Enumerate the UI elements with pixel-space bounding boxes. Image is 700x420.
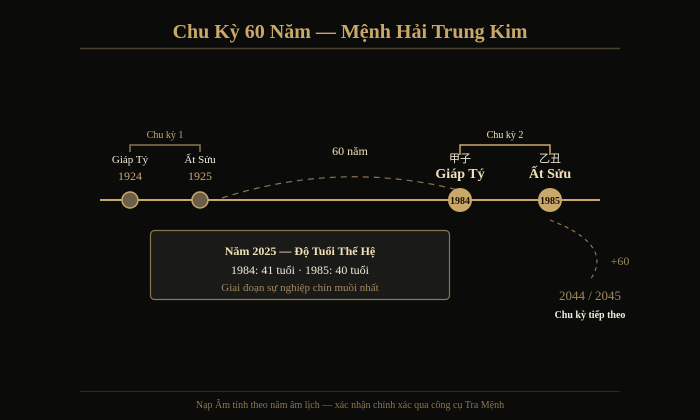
next-cycle-offset: +60	[611, 254, 630, 268]
next-cycle-arc	[549, 219, 598, 281]
cycle2-node1-hanzi: 甲子	[449, 152, 471, 165]
cycle2-bracket	[459, 144, 551, 155]
info-box-note: Giai đoạn sự nghiệp chín muồi nhất	[221, 282, 379, 294]
info-box-title: Năm 2025 — Độ Tuổi Thế Hệ	[225, 244, 376, 258]
node-1985-year: 1985	[540, 196, 560, 207]
cycle1-bracket	[129, 144, 201, 152]
info-box	[149, 229, 451, 301]
cycle1-label: Chu kỳ 1	[147, 130, 184, 141]
page-title: Chu Kỳ 60 Năm — Mệnh Hải Trung Kim	[173, 21, 528, 43]
cycle2-label: Chu kỳ 2	[487, 130, 524, 141]
node-1924	[121, 191, 139, 209]
cycle1-node2-name: Ất Sửu	[184, 153, 216, 166]
node-1985	[538, 188, 562, 212]
node-1925	[191, 191, 209, 209]
cycle1-node1-year: 1924	[118, 169, 142, 183]
next-cycle-years: 2044 / 2045	[559, 288, 621, 303]
node-1984-year: 1984	[450, 196, 470, 207]
cycle2-node2-name: Ất Sửu	[529, 165, 571, 182]
span-label: 60 năm	[332, 144, 368, 158]
sixty-year-arc	[221, 176, 459, 199]
footer-note: Nạp Âm tính theo năm âm lịch — xác nhận …	[196, 399, 504, 411]
next-cycle-label: Chu kỳ tiếp theo	[555, 310, 626, 321]
cycle1-node1-name: Giáp Tý	[112, 154, 149, 166]
cycle2-node2-hanzi: 乙丑	[539, 152, 561, 165]
info-box-ages: 1984: 41 tuổi · 1985: 40 tuổi	[231, 263, 370, 277]
node-1984	[448, 188, 472, 212]
cycle1-node2-year: 1925	[188, 169, 212, 183]
cycle2-node1-name: Giáp Tý	[435, 167, 484, 182]
